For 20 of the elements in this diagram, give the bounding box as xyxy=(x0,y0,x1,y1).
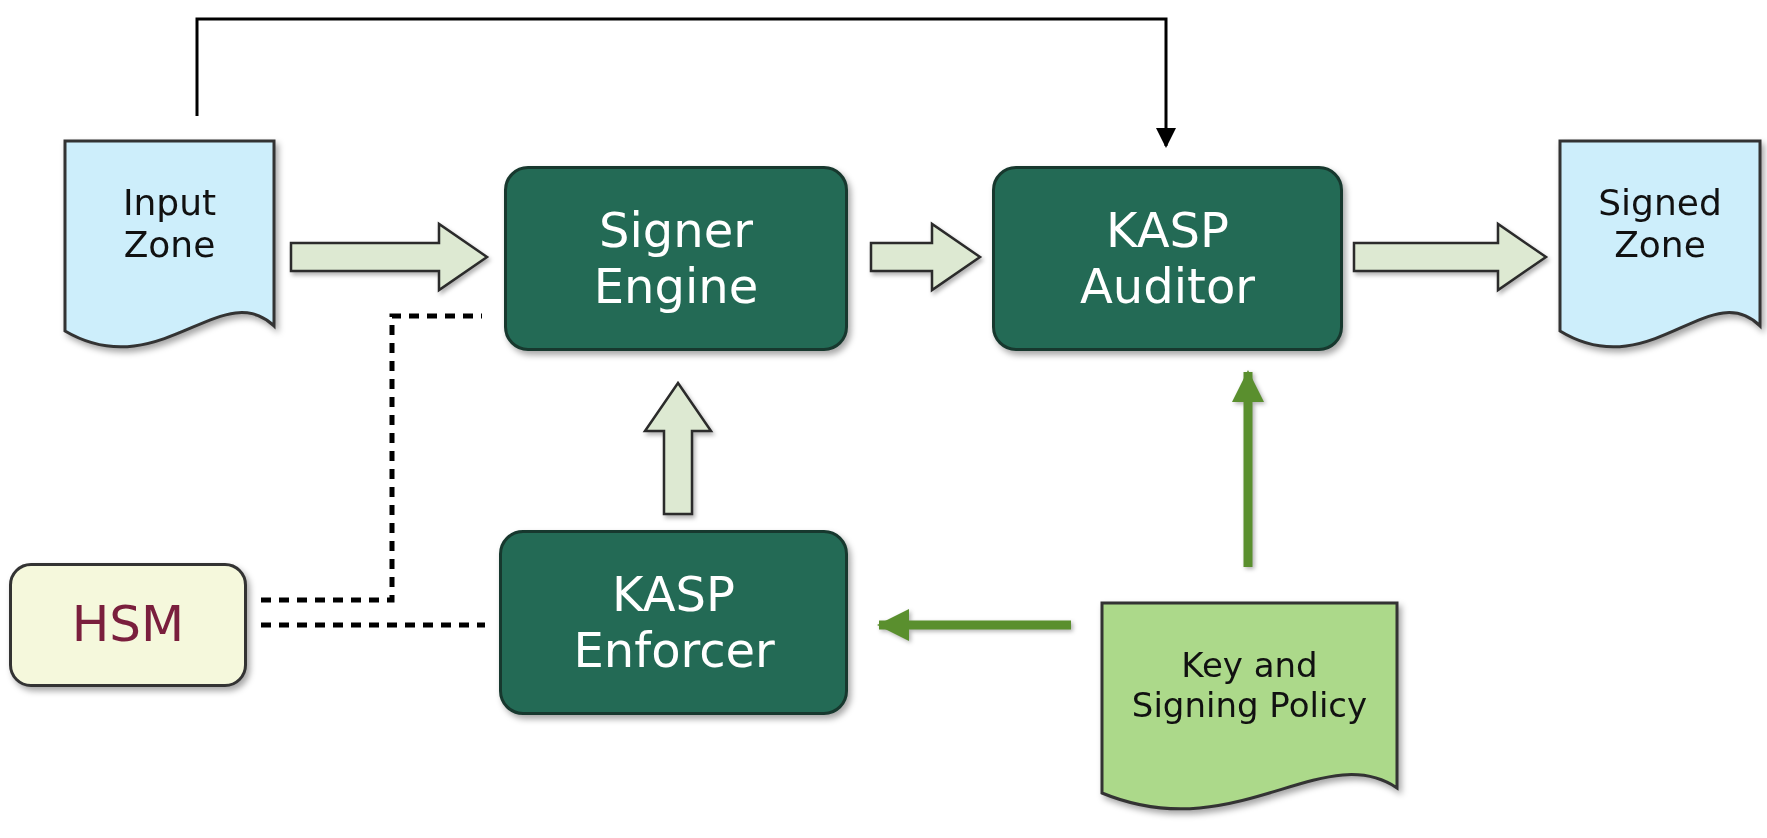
node-label: Signer Engine xyxy=(592,203,760,314)
node-label: KASP Auditor xyxy=(1079,203,1256,314)
node-label: Signed Zone xyxy=(1597,182,1723,265)
block-arrow xyxy=(289,221,490,293)
process-box xyxy=(499,530,848,715)
arrow xyxy=(1232,370,1264,567)
node-label: KASP Enforcer xyxy=(573,567,774,678)
block-arrow xyxy=(642,380,714,516)
node-label: HSM xyxy=(71,596,185,654)
node-label: Key and Signing Policy xyxy=(1130,646,1369,725)
node-label: Input Zone xyxy=(121,182,218,265)
process-box xyxy=(504,166,848,351)
process-box xyxy=(992,166,1343,351)
arrow xyxy=(195,17,1176,148)
dashed-connector xyxy=(261,313,482,603)
dashed-connector xyxy=(261,622,485,628)
block-arrow xyxy=(869,221,983,293)
block-arrow xyxy=(1352,221,1549,293)
hardware-module-box xyxy=(9,563,247,687)
arrow xyxy=(877,609,1071,641)
